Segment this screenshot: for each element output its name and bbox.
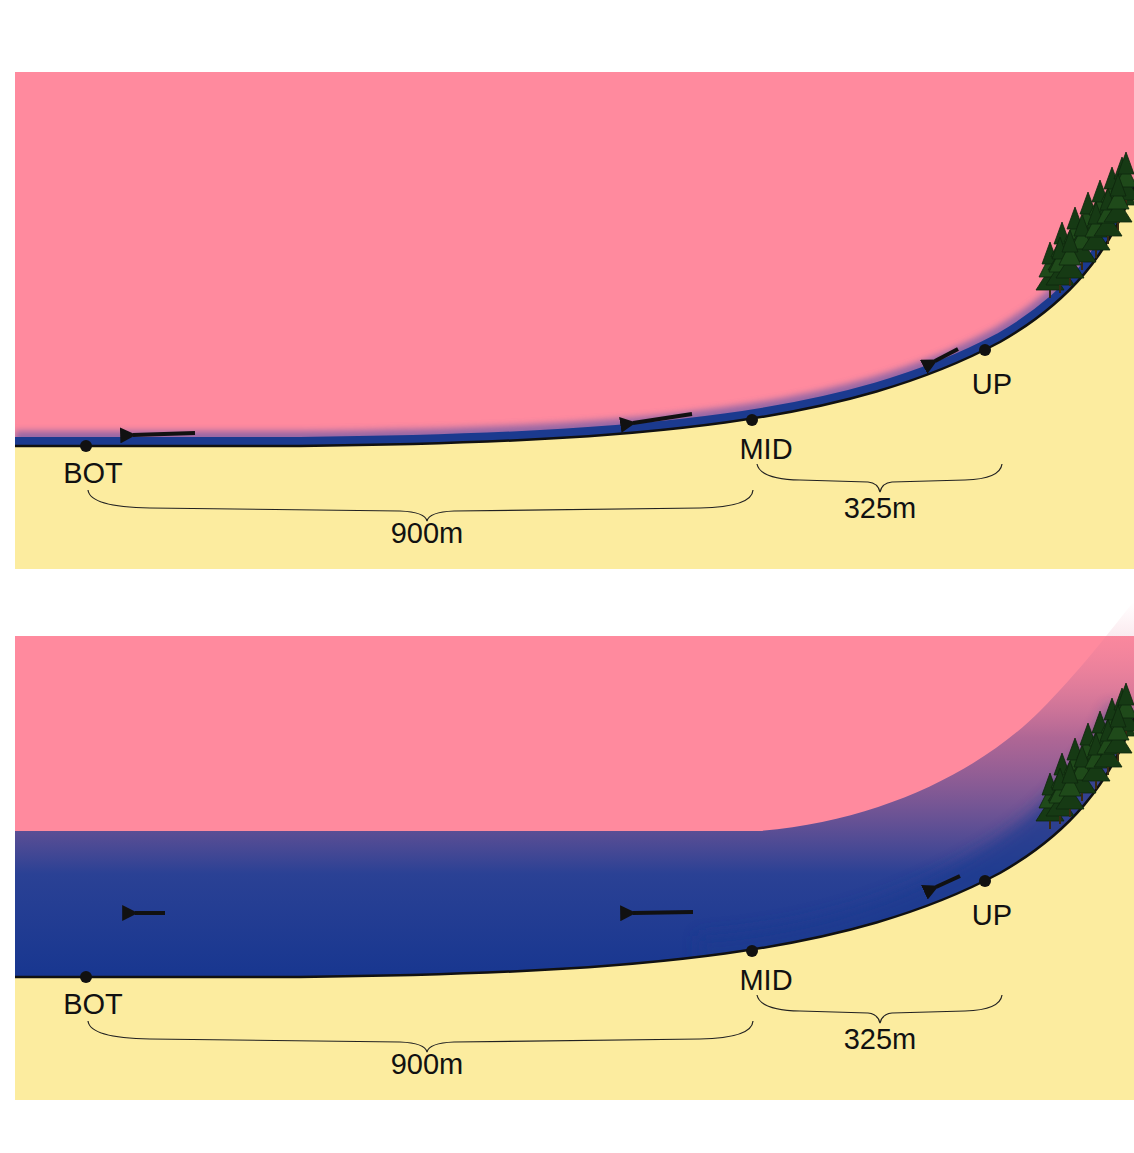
tree-trunk: [1059, 285, 1061, 293]
tree-trunk: [1069, 278, 1071, 286]
station-label: BOT: [63, 990, 123, 1019]
ground-line: [15, 718, 1134, 977]
tree: [1110, 174, 1126, 196]
station-label: UP: [972, 370, 1012, 399]
tree-trunk: [1081, 793, 1083, 801]
tree-trunk: [1059, 816, 1061, 824]
station-dots: [80, 875, 991, 983]
station-label: BOT: [63, 459, 123, 488]
distance-label: 325m: [844, 494, 917, 523]
forest: [1036, 152, 1134, 298]
tree-trunk: [1095, 781, 1097, 789]
ground: [15, 718, 1134, 1100]
distance-label: 900m: [391, 1050, 464, 1079]
distance-label: 900m: [391, 519, 464, 548]
tree-trunk: [1081, 262, 1083, 270]
tree: [1062, 230, 1078, 252]
flow-arrows: [133, 349, 958, 435]
ground-line: [15, 187, 1134, 446]
station-label: MID: [739, 966, 792, 995]
tree: [1062, 761, 1078, 783]
distance-label: 325m: [844, 1025, 917, 1054]
tree-trunk: [1117, 222, 1119, 230]
tree-trunk: [1049, 290, 1051, 298]
station-label: MID: [739, 435, 792, 464]
tree-trunk: [1095, 250, 1097, 258]
tree-trunk: [1117, 753, 1119, 761]
ground: [15, 187, 1134, 569]
panel-bottom: [15, 601, 1134, 1100]
tree-trunk: [1049, 821, 1051, 829]
flow-arrows: [135, 876, 960, 913]
panel-top: [15, 72, 1134, 569]
tree: [1118, 683, 1134, 705]
tree-trunk: [1069, 809, 1071, 817]
tree: [1118, 152, 1134, 174]
tree: [1110, 705, 1126, 727]
station-dots: [80, 344, 991, 452]
warm-air: [15, 72, 1134, 569]
tree-trunk: [1107, 767, 1109, 775]
station-label: UP: [972, 901, 1012, 930]
tree-trunk: [1107, 236, 1109, 244]
forest: [1036, 683, 1134, 829]
